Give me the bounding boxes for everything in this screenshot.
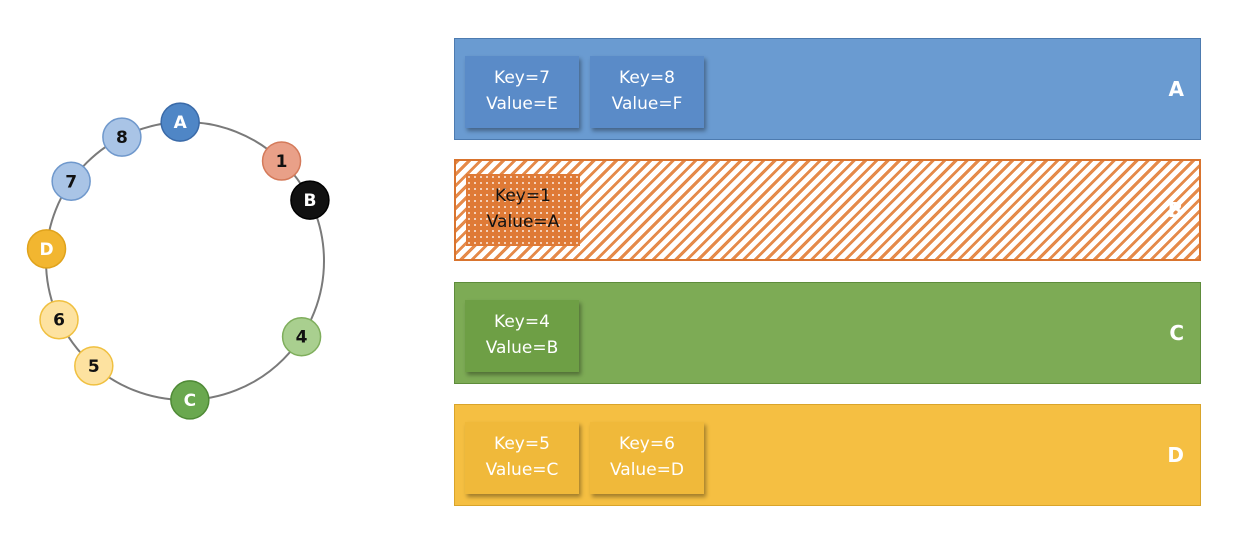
entry-value: Value=F <box>611 94 683 114</box>
node-label: 5 <box>88 357 100 377</box>
node-label: A <box>174 113 188 133</box>
node-circle <box>26 229 67 269</box>
node-circle <box>102 117 142 157</box>
entry-key: Key=7 <box>494 68 550 88</box>
node-circle <box>39 299 79 340</box>
server-node-a: A <box>160 102 200 142</box>
key-node-8: 8 <box>102 117 142 157</box>
kv-entry: Key=6 Value=D <box>590 422 704 494</box>
node-circle <box>51 161 91 202</box>
node-label: 1 <box>276 152 288 172</box>
kv-entry: Key=4 Value=B <box>465 300 579 372</box>
node-label: 4 <box>296 328 308 348</box>
server-node-b: B <box>290 180 330 220</box>
server-panel-a: Key=7 Value=E Key=8 Value=F A <box>454 38 1201 140</box>
kv-entry: Key=8 Value=F <box>590 56 704 128</box>
node-label: C <box>184 391 196 411</box>
entry-value: Value=E <box>486 94 558 114</box>
server-label: B <box>1167 198 1183 222</box>
node-label: 8 <box>116 128 128 148</box>
server-label: D <box>1167 443 1184 467</box>
entry-key: Key=5 <box>494 434 550 454</box>
key-node-6: 6 <box>39 299 79 340</box>
node-label: B <box>303 191 316 211</box>
server-node-d: D <box>26 229 67 269</box>
node-circle <box>261 141 302 181</box>
key-node-5: 5 <box>74 346 114 386</box>
entry-value: Value=B <box>485 338 559 358</box>
server-label: C <box>1169 321 1184 345</box>
kv-entry: Key=5 Value=C <box>465 422 579 494</box>
server-node-c: C <box>170 380 210 420</box>
kv-entry: Key=7 Value=E <box>465 56 579 128</box>
server-panel-b: Key=1 Value=A B <box>454 159 1201 261</box>
server-panel-d: Key=5 Value=C Key=6 Value=D D <box>454 404 1201 506</box>
key-node-4: 4 <box>281 316 322 357</box>
entry-key: Key=6 <box>619 434 675 454</box>
kv-entry: Key=1 Value=A <box>466 174 580 246</box>
entry-key: Key=1 <box>495 186 551 206</box>
hash-ring-diagram: A 1B 4C 5 6 D 7 8 <box>26 102 330 420</box>
entry-value: Value=A <box>486 212 560 232</box>
node-circle <box>170 380 210 420</box>
entry-key: Key=8 <box>619 68 675 88</box>
node-circle <box>290 180 330 220</box>
node-label: 6 <box>53 311 65 331</box>
node-label: D <box>39 240 53 260</box>
key-node-7: 7 <box>51 161 91 202</box>
node-circle <box>74 346 114 386</box>
node-circle <box>160 102 200 142</box>
node-label: 7 <box>65 172 77 192</box>
entry-value: Value=D <box>609 460 685 480</box>
server-label: A <box>1168 77 1184 101</box>
entry-value: Value=C <box>485 460 559 480</box>
node-circle <box>281 316 322 357</box>
server-panel-c: Key=4 Value=B C <box>454 282 1201 384</box>
key-node-1: 1 <box>261 141 302 181</box>
entry-key: Key=4 <box>494 312 550 332</box>
